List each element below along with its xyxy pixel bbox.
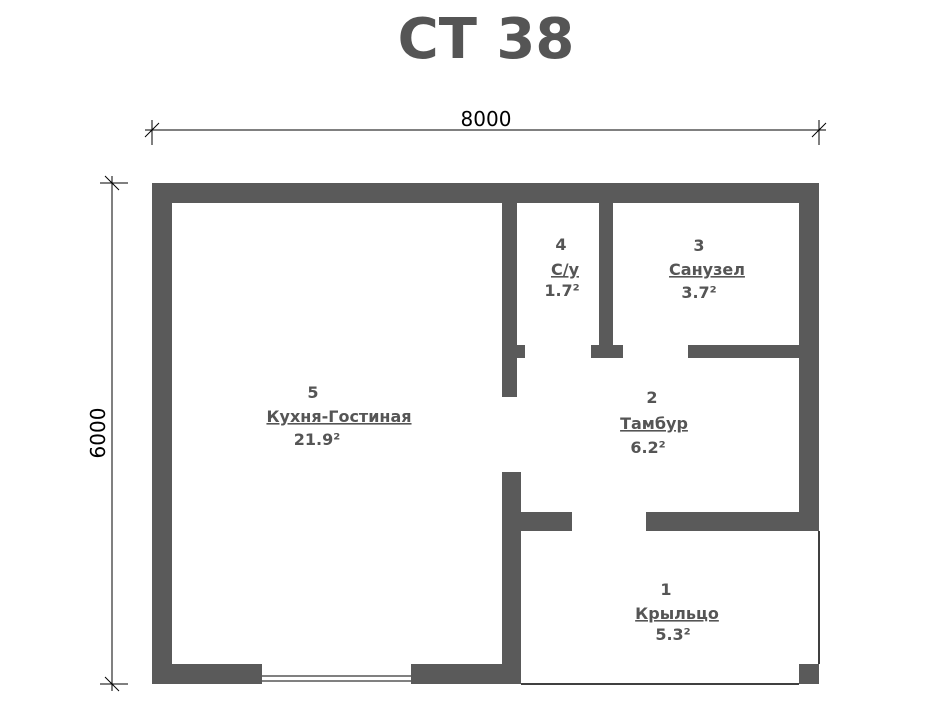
room-5: 5 Кухня-Гостиная 21.9² xyxy=(266,383,411,449)
height-dimension xyxy=(100,175,128,692)
svg-text:6.2²: 6.2² xyxy=(630,438,665,457)
svg-text:Кухня-Гостиная: Кухня-Гостиная xyxy=(266,407,411,426)
width-label: 8000 xyxy=(461,107,512,131)
svg-text:1.7²: 1.7² xyxy=(544,281,579,300)
walls xyxy=(152,183,819,684)
svg-text:Тамбур: Тамбур xyxy=(620,414,688,433)
svg-text:2: 2 xyxy=(646,388,657,407)
room-3: 3 Санузел 3.7² xyxy=(669,236,745,302)
svg-text:1: 1 xyxy=(660,580,671,599)
width-dimension xyxy=(144,120,827,145)
room-2: 2 Тамбур 6.2² xyxy=(620,388,688,457)
svg-text:Крыльцо: Крыльцо xyxy=(635,604,719,623)
svg-text:21.9²: 21.9² xyxy=(294,430,340,449)
svg-text:3: 3 xyxy=(693,236,704,255)
svg-text:С/у: С/у xyxy=(551,260,580,279)
window xyxy=(262,675,411,682)
svg-text:5.3²: 5.3² xyxy=(655,625,690,644)
svg-text:4: 4 xyxy=(555,235,566,254)
height-label: 6000 xyxy=(86,408,110,459)
plan-title: СТ 38 xyxy=(398,7,575,72)
room-4: 4 С/у 1.7² xyxy=(544,235,579,300)
svg-text:Санузел: Санузел xyxy=(669,260,745,279)
svg-text:5: 5 xyxy=(307,383,318,402)
svg-text:3.7²: 3.7² xyxy=(681,283,716,302)
room-1: 1 Крыльцо 5.3² xyxy=(635,580,719,644)
porch-outline xyxy=(521,531,820,685)
